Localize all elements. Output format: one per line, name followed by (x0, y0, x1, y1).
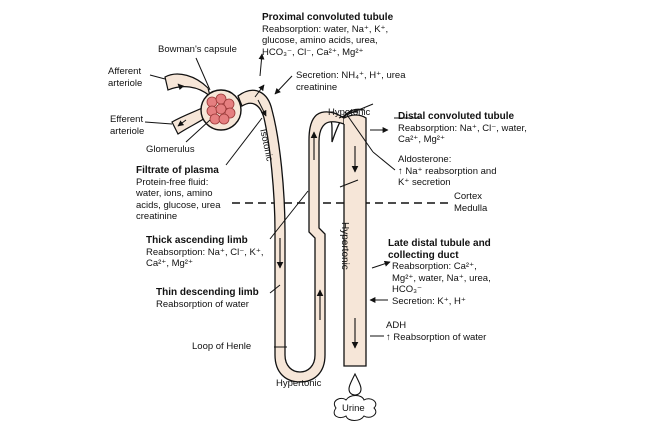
thin-title: Thin descending limb (156, 287, 259, 298)
proximal-line: HCO₃⁻, Cl⁻, Ca²⁺, Mg²⁺ (262, 46, 364, 58)
arrow-late-distal-out (371, 260, 391, 269)
arrow-proximal-out-1 (258, 53, 265, 77)
secretion-line: creatinine (296, 81, 338, 93)
urine-drop (348, 372, 362, 396)
late-distal-title: Late distal tubule and (388, 238, 491, 249)
late-distal-line: Mg²⁺, water, Na⁺, urea, (392, 272, 491, 284)
late-distal-line: Reabsorption: Ca²⁺, (392, 261, 477, 272)
glomerulus-label: Glomerulus (146, 144, 195, 155)
aldosterone-line: ↑ Na⁺ reabsorption and (398, 165, 497, 177)
medulla-label: Medulla (454, 203, 488, 214)
aldosterone-label: Aldosterone: ↑ Na⁺ reabsorption and K⁺ s… (398, 154, 497, 189)
secretion-line: Secretion: NH₄⁺, H⁺, urea (296, 70, 406, 81)
thin-line: Reabsorption of water (156, 298, 249, 310)
thick-line: Reabsorption: Na⁺, Cl⁻, K⁺, (146, 246, 264, 258)
afferent-line: Afferent (108, 66, 142, 77)
hypotonic-label: Hypotonic (328, 107, 371, 118)
filtrate-title: Filtrate of plasma (136, 165, 219, 176)
thick-ascending-label: Thick ascending limb Reabsorption: Na⁺, … (146, 235, 263, 270)
glomerulus-tuft (206, 93, 236, 125)
thick-title: Thick ascending limb (146, 235, 248, 246)
proximal-title: Proximal convoluted tubule (262, 12, 394, 23)
urine-label: Urine (342, 403, 365, 414)
thin-descending-label: Thin descending limb Reabsorption of wat… (156, 287, 259, 310)
urine-cloud (333, 395, 377, 421)
distal-line: Ca²⁺, Mg²⁺ (398, 134, 445, 145)
adh-line: ADH (386, 320, 407, 331)
efferent-line: arteriole (110, 125, 145, 137)
collecting-duct (343, 114, 367, 367)
aldosterone-line: K⁺ secretion (398, 177, 451, 188)
flow-arrow-pct (257, 99, 267, 117)
efferent-line: Efferent (110, 114, 144, 125)
late-distal-line: Secretion: K⁺, H⁺ (392, 295, 466, 307)
filtrate-label: Filtrate of plasma Protein-free fluid: w… (136, 165, 221, 223)
leader-lines (144, 57, 420, 348)
late-distal-title: collecting duct (388, 249, 459, 261)
aldosterone-line: Aldosterone: (398, 154, 452, 165)
distal-title: Distal convoluted tubule (398, 111, 515, 122)
arrow-proximal-out-2 (254, 84, 265, 98)
thick-line: Ca²⁺, Mg²⁺ (146, 258, 193, 269)
arrow-eff-out (177, 119, 187, 127)
secretion-label: Secretion: NH₄⁺, H⁺, urea creatinine (296, 70, 405, 93)
cortex-label: Cortex (454, 191, 482, 202)
adh-label: ADH ↑ Reabsorption of water (386, 320, 486, 343)
distal-line: Reabsorption: Na⁺, Cl⁻, water, (398, 122, 527, 134)
proximal-line: Reabsorption: water, Na⁺, K⁺, (262, 23, 389, 35)
bowmans-capsule-label: Bowman's capsule (158, 44, 237, 55)
filtrate-line: Protein-free fluid: (136, 176, 209, 188)
proximal-line: glucose, amino acids, urea, (262, 35, 378, 46)
filtrate-line: water, ions, amino (136, 188, 213, 199)
afferent-arteriole (164, 73, 212, 98)
filtrate-line: acids, glucose, urea (136, 199, 221, 211)
late-distal-line: HCO₃⁻ (392, 284, 422, 295)
efferent-arteriole-label: Efferent arteriole (110, 114, 144, 137)
loop-of-henle-label: Loop of Henle (192, 341, 252, 352)
hypertonic-loop-label: Hypertonic (276, 378, 322, 389)
arrow-secretion-in (274, 75, 293, 95)
proximal-tubule-label: Proximal convoluted tubule Reabsorption:… (262, 12, 393, 58)
distal-tubule-top (343, 108, 365, 119)
distal-tubule-label: Distal convoluted tubule Reabsorption: N… (398, 111, 527, 146)
hypertonic-duct-label: Hypertonic (339, 222, 350, 270)
filtrate-line: creatinine (136, 211, 178, 222)
afferent-arteriole-label: Afferent arteriole (108, 66, 142, 89)
arrow-aff-in (177, 83, 184, 90)
afferent-line: arteriole (108, 77, 143, 89)
adh-line: ↑ Reabsorption of water (386, 331, 487, 343)
late-distal-label: Late distal tubule and collecting duct R… (388, 238, 491, 307)
